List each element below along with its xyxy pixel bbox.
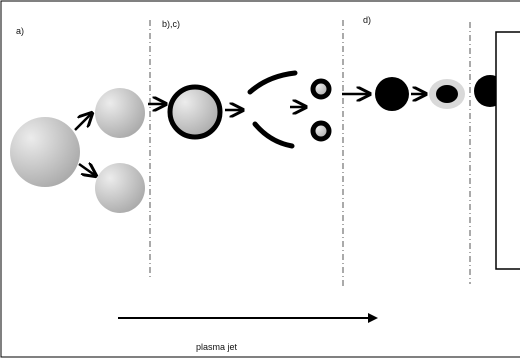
small-shelled-particle-upper — [310, 78, 332, 100]
panel-label-d: d) — [363, 15, 372, 25]
shell-fragment-upper — [247, 70, 298, 95]
shell-fragment-lower — [252, 121, 295, 149]
fragment-droplet-upper — [95, 88, 145, 138]
small-shelled-particle-lower — [310, 120, 332, 142]
panel-label-a: a) — [16, 26, 25, 36]
substrate — [495, 31, 520, 270]
fragment-droplet-lower — [95, 163, 145, 213]
haloed-particle — [436, 85, 458, 103]
large-droplet — [10, 117, 80, 187]
plasma-jet-label: plasma jet — [196, 342, 238, 352]
split-arrow-upper — [74, 113, 92, 131]
shelled-droplet — [167, 84, 223, 140]
solid-particle — [375, 77, 409, 111]
split-arrow-lower — [78, 164, 96, 176]
panel-label-bc: b),c) — [162, 19, 180, 29]
